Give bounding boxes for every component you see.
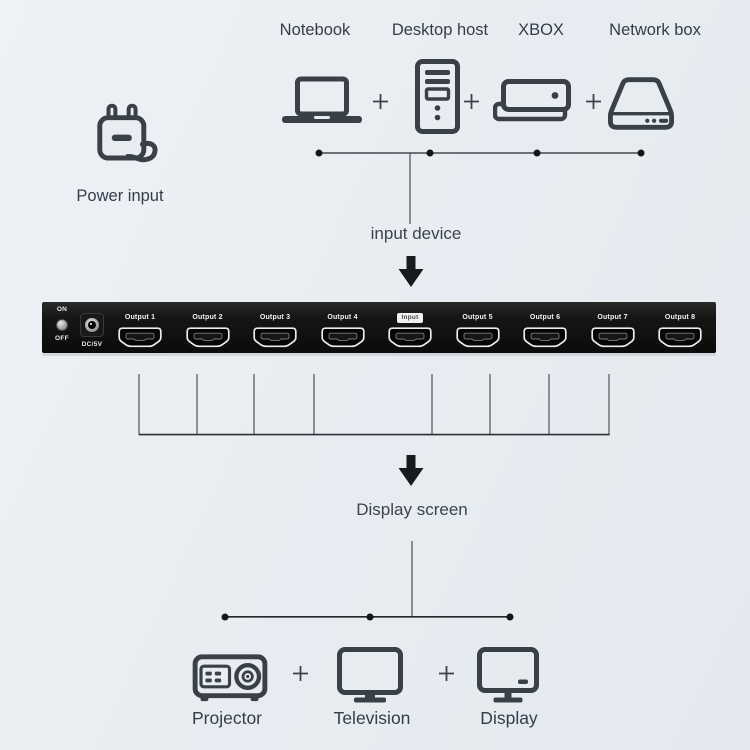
port-output-7: Output 7 [585, 306, 641, 348]
label-desktop-host: Desktop host [391, 21, 489, 39]
plus-icon [373, 94, 388, 109]
plus-icon [293, 666, 308, 681]
label-power-input: Power input [76, 187, 164, 205]
switch-on-label: ON [56, 306, 68, 313]
port-output-8: Output 8 [652, 306, 708, 348]
port-label: Input [396, 313, 424, 323]
port-label: Output 7 [597, 314, 628, 321]
port-output-5: Output 5 [450, 306, 506, 348]
down-arrow-icon [398, 256, 424, 287]
hdmi-port-icon [523, 327, 567, 348]
label-projector: Projector [191, 708, 263, 728]
display-icon [477, 647, 539, 703]
port-input: Input [382, 306, 438, 348]
hdmi-port-icon [658, 327, 702, 348]
bottom-bus-dots [221, 613, 514, 621]
laptop-icon [282, 76, 362, 123]
power-switch[interactable] [56, 319, 68, 331]
hdmi-port-icon [455, 327, 500, 348]
hdmi-splitter-panel: ON OFF DC/5V Output 1 Output 2 [42, 302, 716, 353]
hdmi-port-icon [118, 327, 162, 348]
port-label: Output 8 [664, 314, 696, 321]
panel-reflection [42, 353, 716, 356]
label-network-box: Network box [609, 21, 701, 39]
plus-icon [439, 666, 454, 681]
television-icon [337, 647, 403, 703]
dc-jack-ring [85, 318, 99, 332]
port-label: Output 3 [259, 314, 291, 321]
dc-voltage-label: DC/5V [81, 341, 103, 348]
plus-icon [464, 94, 479, 109]
hdmi-port-icon [590, 327, 635, 348]
port-label: Output 5 [462, 314, 493, 321]
plus-icon [586, 94, 601, 109]
hdmi-port-icon [253, 327, 297, 348]
projector-icon [192, 654, 268, 702]
port-label: Output 6 [529, 314, 561, 321]
label-display-screen: Display screen [356, 500, 468, 519]
dc-jack-hole [88, 321, 96, 329]
port-output-2: Output 2 [180, 306, 236, 348]
power-plug-icon [97, 103, 158, 163]
port-output-6: Output 6 [517, 306, 573, 348]
network-box-icon [608, 77, 674, 130]
port-label: Output 4 [327, 314, 358, 321]
port-output-3: Output 3 [247, 306, 303, 348]
hdmi-port-icon [320, 327, 365, 348]
port-output-1: Output 1 [112, 306, 168, 348]
dc-jack-glint [89, 322, 92, 325]
port-label: Output 2 [192, 314, 223, 321]
hdmi-port-icon [185, 327, 230, 348]
port-output-4: Output 4 [315, 306, 371, 348]
label-input-device: input device [370, 224, 462, 243]
switch-off-label: OFF [55, 335, 69, 342]
port-label: Output 1 [124, 314, 156, 321]
dc-power-jack [80, 313, 104, 337]
top-bus-dots [315, 149, 645, 157]
label-xbox: XBOX [518, 21, 564, 39]
game-console-icon [493, 79, 571, 122]
output-fan-lines [138, 374, 610, 435]
down-arrow-icon [398, 455, 424, 486]
hdmi-port-icon [388, 327, 432, 348]
label-display: Display [480, 708, 538, 728]
desktop-tower-icon [415, 59, 460, 134]
label-television: Television [333, 708, 411, 728]
label-notebook: Notebook [279, 21, 351, 39]
